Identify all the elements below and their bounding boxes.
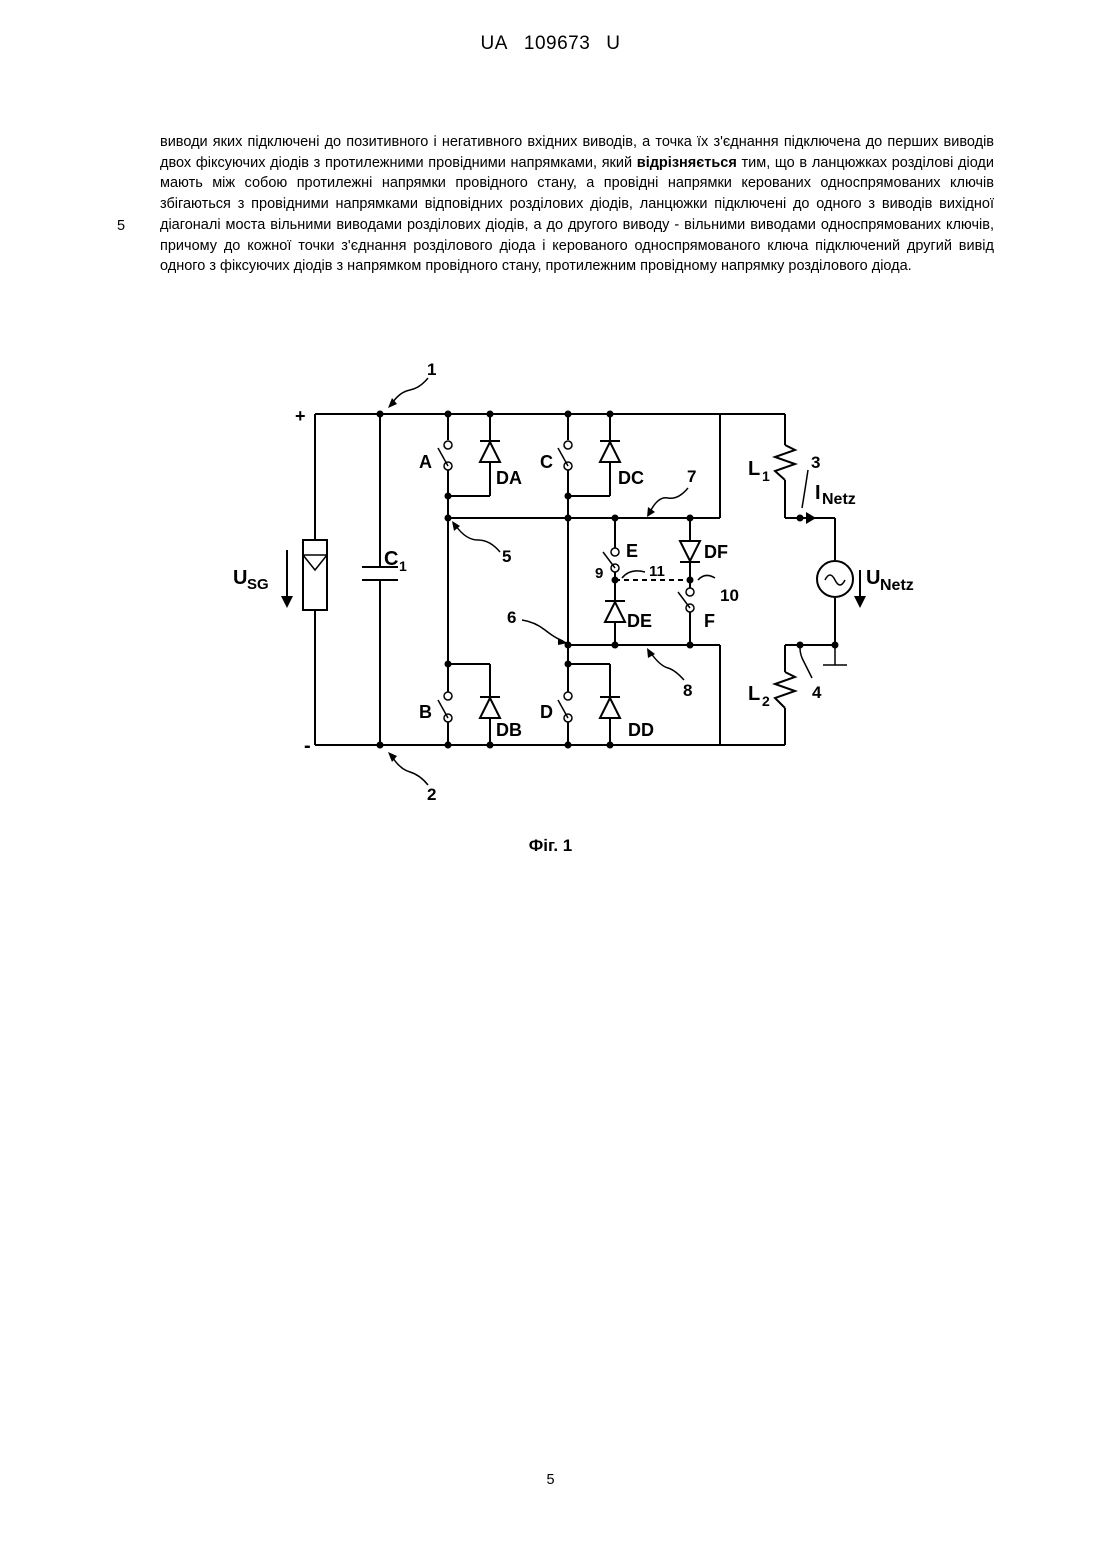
label-unetz-sub: Netz xyxy=(880,577,914,594)
label-unetz-main: U xyxy=(866,567,880,589)
patent-kind-code: U xyxy=(606,33,620,55)
label-node-7: 7 xyxy=(687,467,696,486)
label-usg-main: U xyxy=(233,567,247,589)
patent-number: 109673 xyxy=(524,33,590,55)
label-l1-main: L xyxy=(748,458,760,480)
label-l2-sub: 2 xyxy=(762,693,770,709)
label-diode-de: DE xyxy=(627,611,652,631)
label-node-8: 8 xyxy=(683,681,692,700)
circuit-svg: + - 1 2 3 4 5 6 7 8 9 10 11 U SG C 1 A B… xyxy=(200,350,960,820)
paragraph-emphasis: відрізняється xyxy=(637,155,737,171)
label-inetz-sub: Netz xyxy=(822,491,856,508)
solar-generator-symbol xyxy=(281,540,327,610)
label-switch-f: F xyxy=(704,611,715,631)
label-node-11: 11 xyxy=(649,563,665,580)
label-minus: - xyxy=(304,735,311,757)
ac-grid-source xyxy=(817,561,866,608)
label-inetz-main: I xyxy=(815,482,821,504)
label-node-10: 10 xyxy=(720,586,739,605)
label-switch-b: B xyxy=(419,702,432,722)
label-diode-dc: DC xyxy=(618,468,644,488)
page-number: 5 xyxy=(0,1472,1101,1488)
label-switch-c: C xyxy=(540,452,553,472)
label-c1-sub: 1 xyxy=(399,558,407,574)
label-switch-d: D xyxy=(540,702,553,722)
label-switch-e: E xyxy=(626,541,638,561)
label-node-3: 3 xyxy=(811,453,820,472)
label-diode-df: DF xyxy=(704,542,728,562)
circuit-labels: + - 1 2 3 4 5 6 7 8 9 10 11 U SG C 1 A B… xyxy=(233,360,914,804)
margin-line-number: 5 xyxy=(117,218,125,234)
label-node-1: 1 xyxy=(427,360,436,379)
claim-paragraph: виводи яких підключені до позитивного і … xyxy=(160,132,994,277)
current-arrow xyxy=(806,512,816,524)
label-switch-a: A xyxy=(419,452,432,472)
label-diode-dd: DD xyxy=(628,720,654,740)
paragraph-part-2: тим, що в ланцюжках розділові діоди мают… xyxy=(160,155,994,275)
label-diode-db: DB xyxy=(496,720,522,740)
label-node-9: 9 xyxy=(595,565,603,582)
label-diode-da: DA xyxy=(496,468,522,488)
label-node-2: 2 xyxy=(427,785,436,804)
label-usg-sub: SG xyxy=(247,576,269,593)
label-l1-sub: 1 xyxy=(762,468,770,484)
label-l2-main: L xyxy=(748,683,760,705)
label-node-4: 4 xyxy=(812,683,822,702)
patent-office-code: UA xyxy=(480,33,507,55)
circuit-diagram: + - 1 2 3 4 5 6 7 8 9 10 11 U SG C 1 A B… xyxy=(200,350,960,820)
label-node-6: 6 xyxy=(507,608,516,627)
label-node-5: 5 xyxy=(502,547,511,566)
patent-header: UA 109673 U xyxy=(0,33,1101,55)
label-plus: + xyxy=(295,406,306,426)
figure-caption: Фіг. 1 xyxy=(0,836,1101,856)
switch-symbols xyxy=(438,441,694,722)
label-c1-main: C xyxy=(384,548,398,570)
